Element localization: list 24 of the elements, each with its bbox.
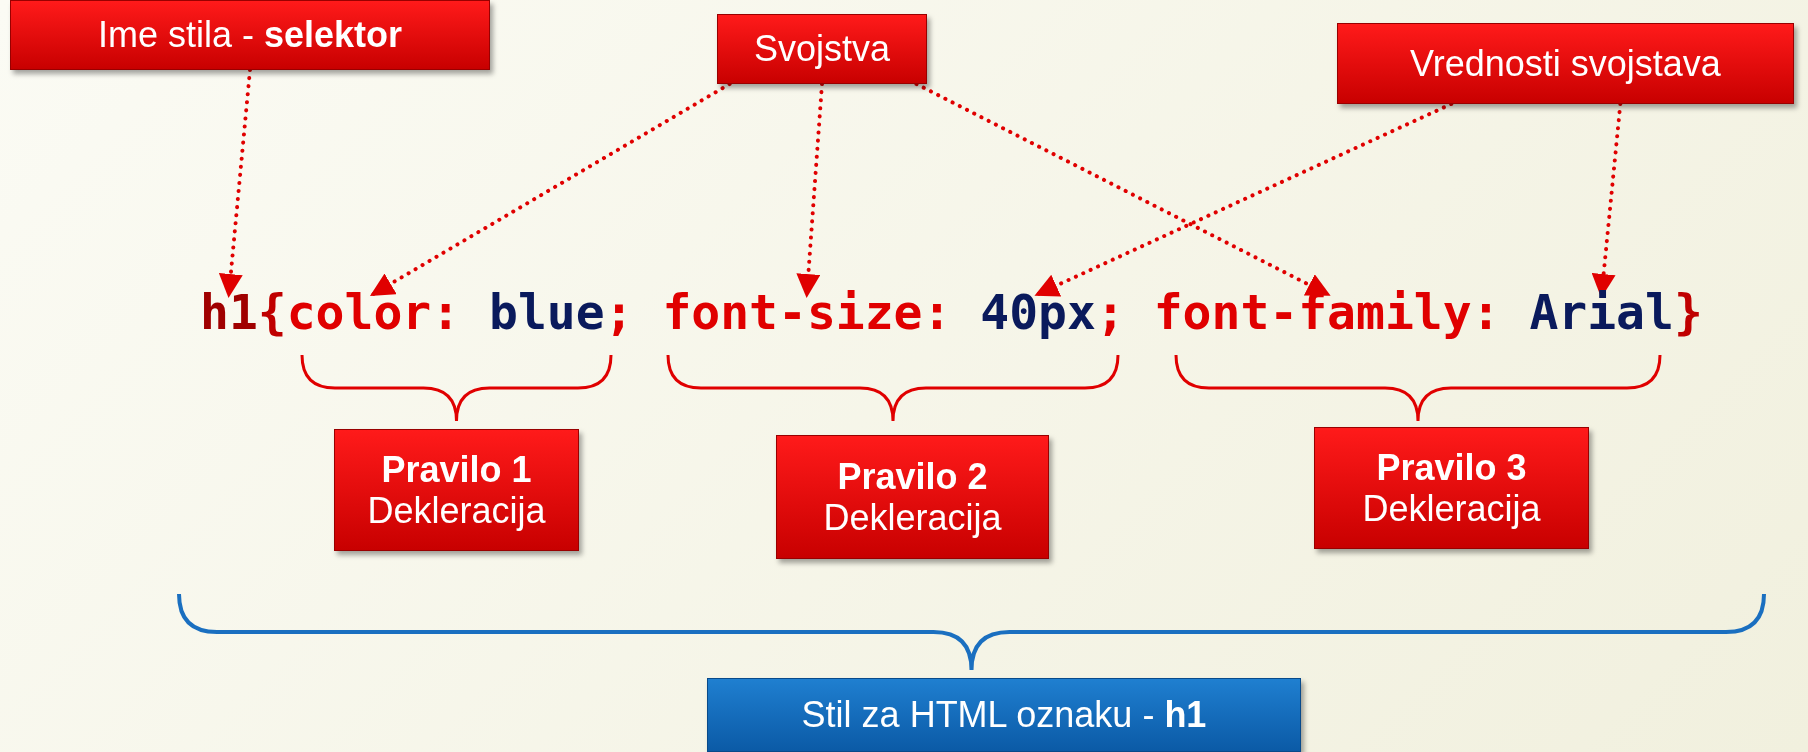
code-punctuation: } [1673,288,1703,336]
callout-box: Ime stila - selektor [10,0,490,70]
style-box: Stil za HTML oznaku - h1 [707,678,1301,752]
rule-subtitle: Dekleracija [823,497,1002,539]
rule-subtitle: Dekleracija [1362,488,1541,530]
arrow [218,68,252,298]
rule-title: Pravilo 1 [381,448,532,490]
arrow [1034,102,1454,297]
rule-subtitle: Dekleracija [367,490,546,532]
code-token: color: [286,288,461,336]
rule-title: Pravilo 3 [1376,446,1527,488]
arrow [369,82,732,297]
code-punctuation: blue [489,288,605,336]
code-token: font-size: [662,288,952,336]
code-punctuation: { [257,288,287,336]
code-punctuation: ; [604,288,634,336]
code-token: h1 [200,288,258,336]
rule-title: Pravilo 2 [837,455,988,497]
callout-box: Vrednosti svojstava [1337,23,1794,104]
callout-box: Svojstva [717,14,927,84]
arrow [796,82,824,298]
code-punctuation: ; [1095,288,1125,336]
code-token: Arial [1529,288,1674,336]
arrow [914,82,1331,296]
